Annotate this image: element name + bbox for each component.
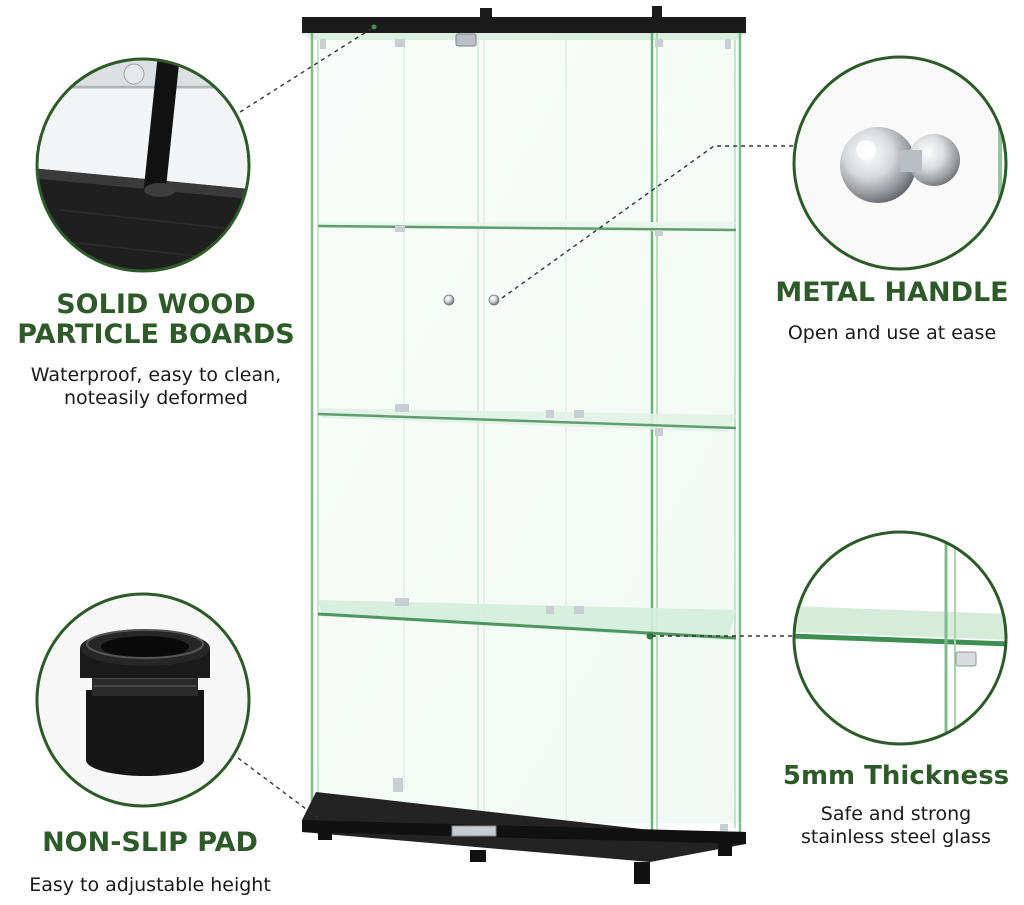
thickness-description: Safe and strong stainless steel glass: [768, 803, 1024, 849]
shelf-2: [317, 408, 737, 432]
thickness-desc-line-1: Safe and strong: [820, 803, 972, 826]
thickness-heading: 5mm Thickness: [768, 761, 1024, 791]
shelf-3: [317, 600, 737, 640]
glass-edge-icon: [792, 530, 1008, 746]
foot-2: [470, 850, 486, 862]
lock: [455, 33, 477, 47]
handle-description: Open and use at ease: [760, 322, 1024, 345]
wood-heading-line-2: PARTICLE BOARDS: [17, 319, 295, 351]
wood-desc-line-2: noteasily deformed: [64, 387, 248, 410]
pad-desc-line-1: Easy to adjustable height: [29, 874, 271, 897]
wood-heading-line-1: SOLID WOOD: [56, 289, 256, 320]
callout-non-slip-pad: NON-SLIP PAD Easy to adjustable height: [0, 827, 300, 897]
callout-thickness: 5mm Thickness Safe and strong stainless …: [768, 761, 1024, 849]
foot-3: [634, 862, 650, 884]
handle-desc-line-1: Open and use at ease: [787, 322, 997, 345]
handle-heading: METAL HANDLE: [760, 277, 1024, 308]
door-knob-left: [443, 294, 455, 306]
wood-desc-line-1: Waterproof, easy to clean,: [30, 364, 282, 387]
shelf-1: [317, 222, 737, 232]
thickness-heading-line-1: 5mm Thickness: [782, 761, 1010, 791]
pad-description: Easy to adjustable height: [0, 874, 300, 897]
pad-heading: NON-SLIP PAD: [0, 827, 300, 858]
wood-board-strap-icon: [35, 57, 251, 273]
leader-lines: [237, 26, 794, 819]
handle-heading-line-1: METAL HANDLE: [775, 277, 1009, 308]
metal-knob-icon: [792, 55, 1008, 271]
pad-heading-line-1: NON-SLIP PAD: [42, 827, 258, 858]
foot-4: [718, 842, 732, 856]
callout-metal-handle: METAL HANDLE Open and use at ease: [760, 277, 1024, 345]
wood-heading: SOLID WOOD PARTICLE BOARDS: [0, 289, 312, 351]
wood-description: Waterproof, easy to clean, noteasily def…: [0, 364, 312, 410]
door-knob-right: [488, 294, 500, 306]
callout-solid-wood: SOLID WOOD PARTICLE BOARDS Waterproof, e…: [0, 289, 312, 410]
foot-1: [318, 830, 332, 840]
glass-cabinet: [302, 6, 746, 884]
top-board: [302, 17, 746, 33]
foot-pad-icon: [35, 592, 251, 808]
thickness-desc-line-2: stainless steel glass: [801, 825, 991, 848]
